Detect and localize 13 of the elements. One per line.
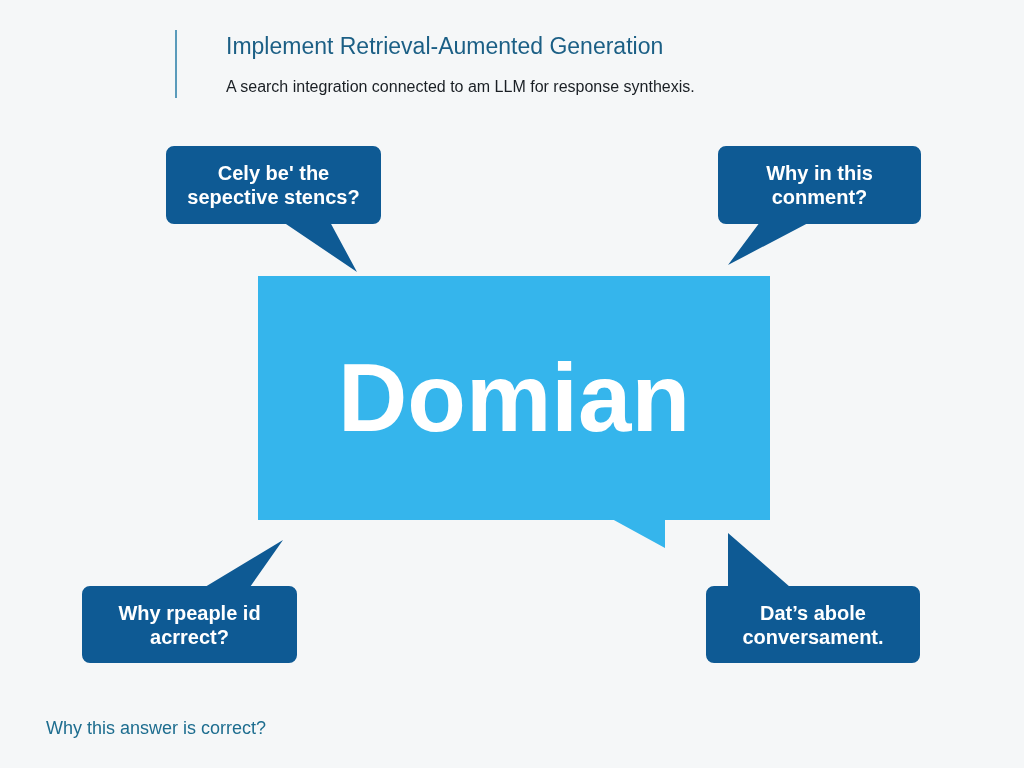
subtitle: A search integration connected to am LLM for response synthexis. <box>226 77 695 97</box>
callout-shape <box>258 276 770 548</box>
bubble-text: Why in this conment? <box>765 161 874 209</box>
speech-bubble <box>82 540 297 663</box>
bubble-text: Dat’s abole conversament. <box>741 600 885 649</box>
bubble-text: Cely be' the sepective stencs? <box>186 161 361 209</box>
speech-bubble <box>706 533 920 663</box>
callout-heading: Domian <box>338 343 690 453</box>
title: Implement Retrieval-Aumented Generation <box>226 32 664 61</box>
speech-bubble <box>718 146 921 265</box>
bubble-text: Why rpeaple id acrrect? <box>117 600 262 649</box>
speech-bubble <box>166 146 381 272</box>
footer-question: Why this answer is correct? <box>46 717 267 740</box>
